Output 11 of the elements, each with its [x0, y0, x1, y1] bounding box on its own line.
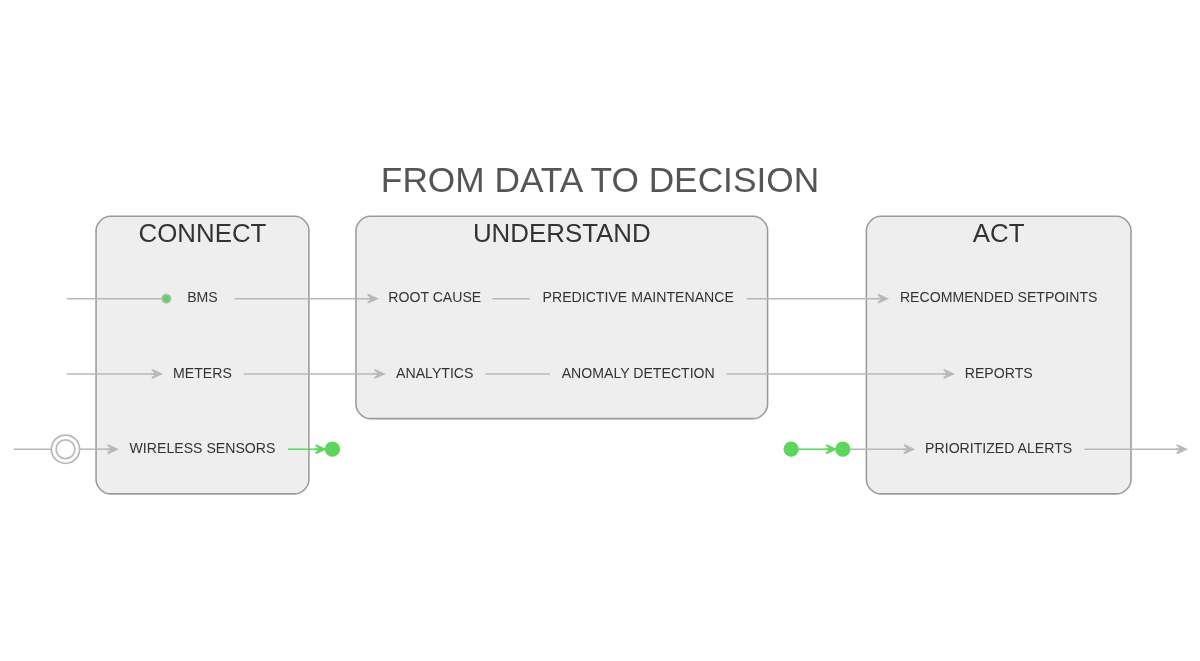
node-text: PRIORITIZED ALERTS: [925, 439, 1073, 456]
node-text: PREDICTIVE MAINTENANCE: [542, 288, 734, 305]
node-text: ROOT CAUSE: [388, 288, 482, 305]
node-text: RECOMMENDED SETPOINTS: [899, 288, 1098, 305]
node-text: BMS: [187, 288, 218, 305]
node-text: REPORTS: [964, 364, 1033, 381]
node-text: METERS: [173, 364, 232, 381]
node-text: WIRELESS SENSORS: [129, 439, 276, 456]
diagram-title: FROM DATA TO DECISION: [380, 159, 820, 199]
node-text: ANOMALY DETECTION: [561, 364, 715, 381]
node-text: ANALYTICS: [396, 364, 474, 381]
